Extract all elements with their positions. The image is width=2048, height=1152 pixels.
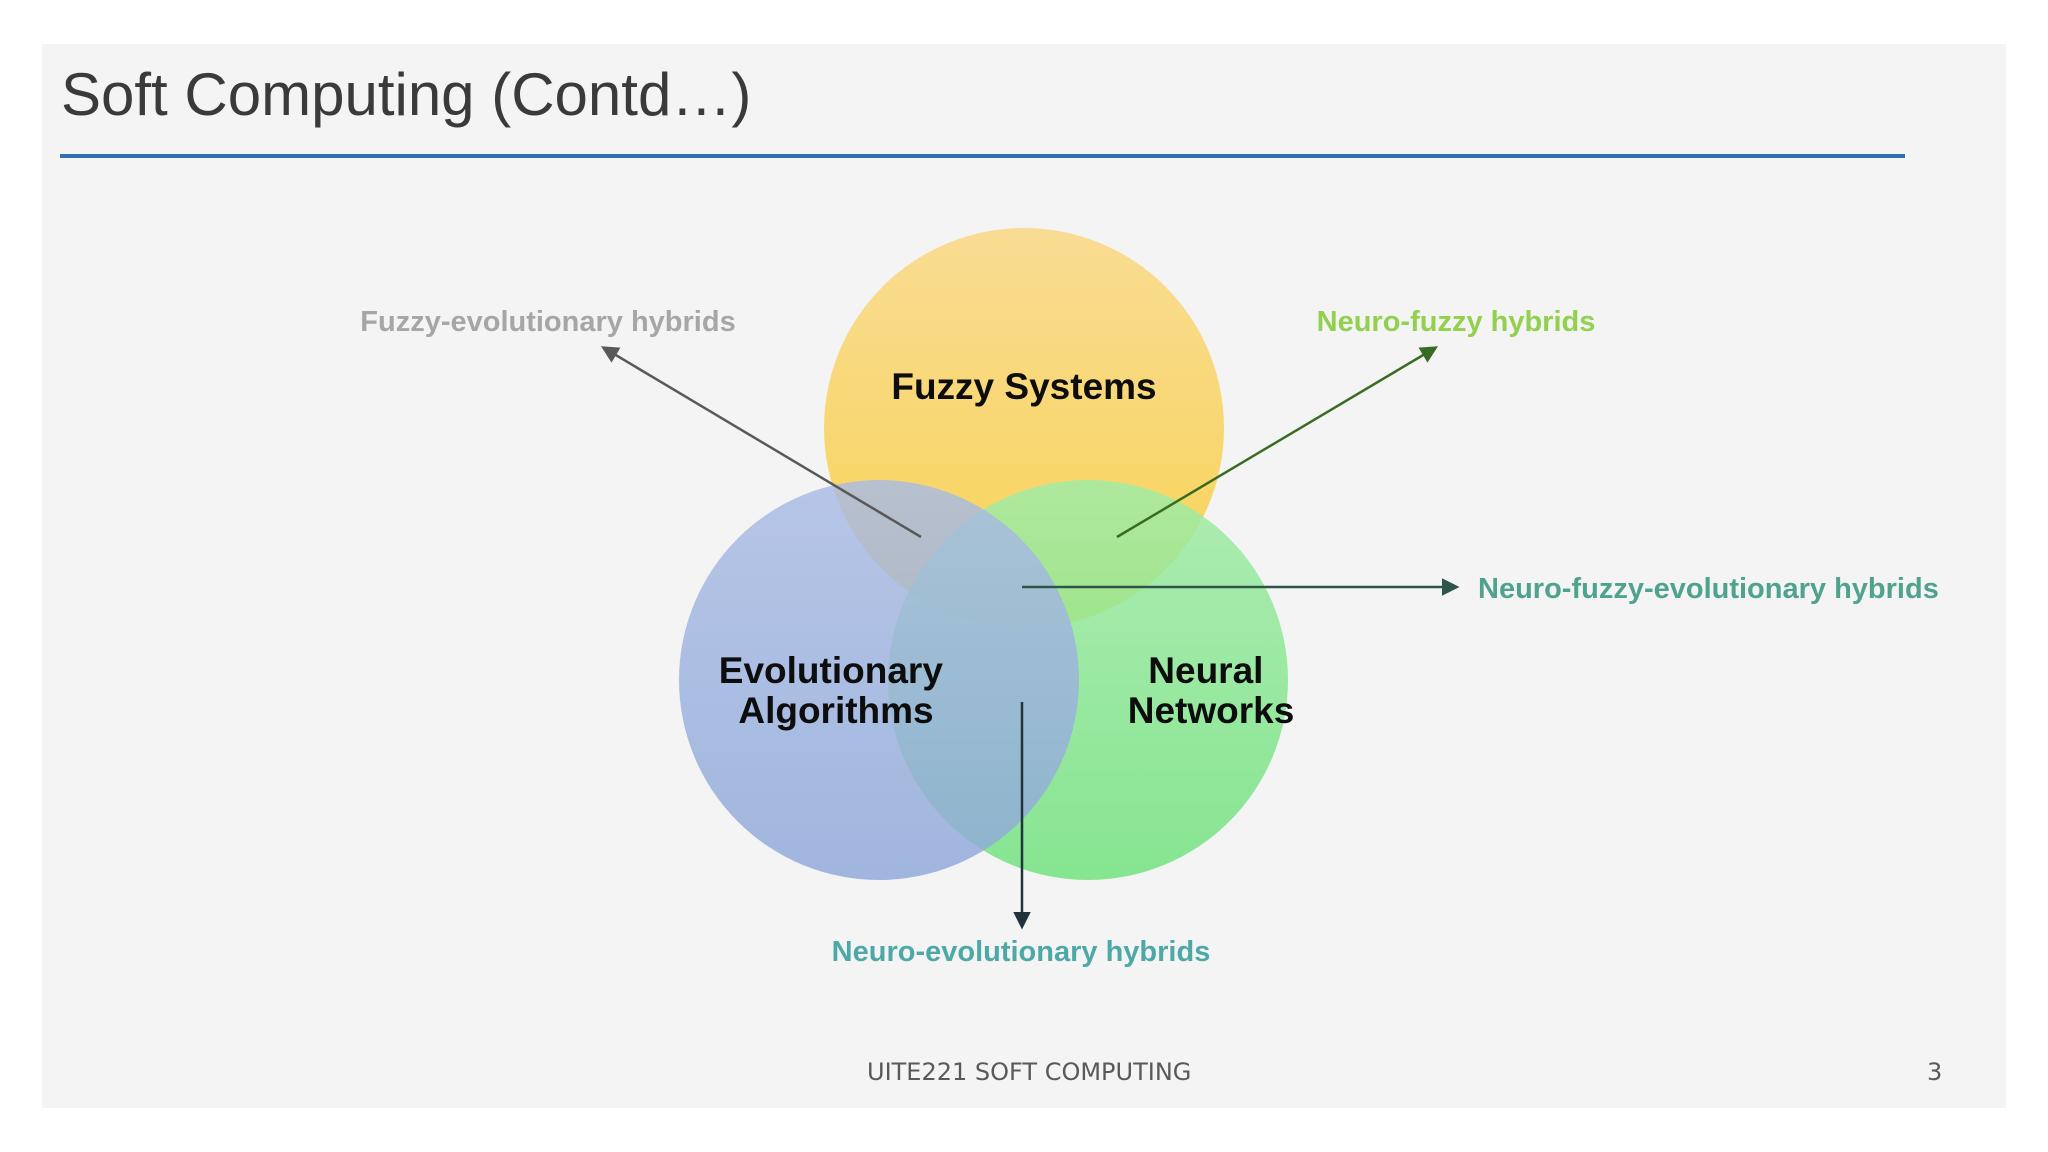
fuzzy-evolutionary-label: Fuzzy-evolutionary hybrids [360, 306, 735, 338]
slide-title: Soft Computing (Contd…) [61, 61, 752, 128]
evolutionary-algorithms-label: Evolutionary Algorithms [719, 650, 953, 731]
neuro-fuzzy-label: Neuro-fuzzy hybrids [1317, 306, 1596, 338]
neuro-evolutionary-label: Neuro-evolutionary hybrids [832, 936, 1211, 968]
evolutionary-algorithms-circle [679, 480, 1079, 880]
neuro-fuzzy-arrow [1116, 346, 1439, 539]
footer-course-text: UITE221 SOFT COMPUTING [867, 1058, 1192, 1086]
page-number: 3 [1927, 1058, 1943, 1086]
fuzzy-systems-label: Fuzzy Systems [891, 366, 1156, 407]
neural-networks-label: Neural Networks [1128, 650, 1295, 731]
title-divider [60, 154, 1905, 158]
fuzzy-evolutionary-arrow [600, 346, 922, 539]
neuro-fuzzy-evolutionary-label: Neuro-fuzzy-evolutionary hybrids [1478, 573, 1939, 605]
